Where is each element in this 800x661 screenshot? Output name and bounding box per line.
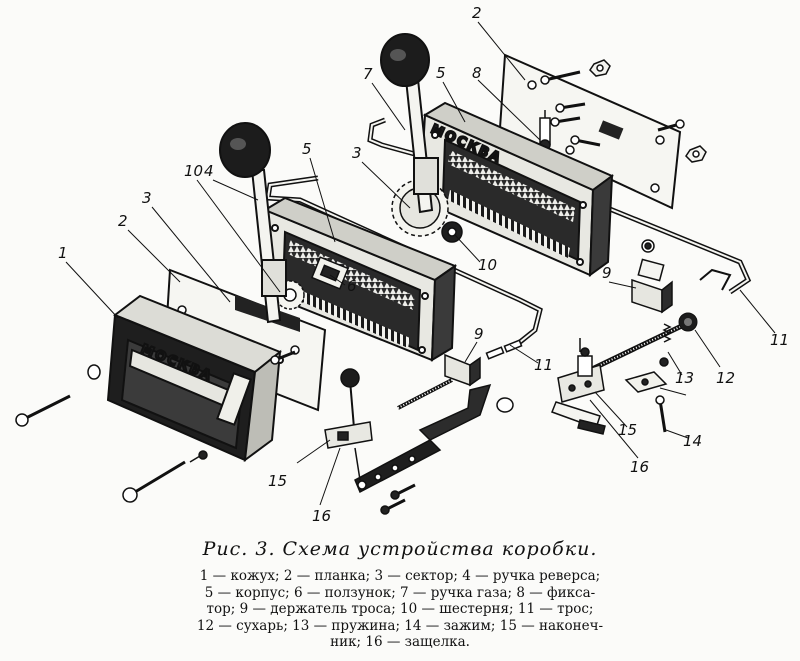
label-5-rear: 5 <box>436 64 446 82</box>
label-3-rear: 3 <box>352 144 362 162</box>
label-3-front: 3 <box>142 189 152 207</box>
front-cover: МОСКВА <box>106 294 284 463</box>
rear-fasteners <box>540 59 707 163</box>
label-11-front: 11 <box>534 356 553 374</box>
label-11-rear: 11 <box>770 331 789 349</box>
throttle-handle <box>380 33 439 214</box>
rear-cable-holder <box>631 239 732 314</box>
label-14: 14 <box>683 432 702 450</box>
label-9-rear: 9 <box>602 264 612 282</box>
reverse-handle <box>219 122 287 324</box>
figure-legend: 1 — кожух; 2 — планка; 3 — сектор; 4 — р… <box>0 568 800 651</box>
clamp <box>624 371 668 433</box>
rear-housing: МОСКВА <box>418 101 614 278</box>
label-15-front: 15 <box>268 472 287 490</box>
exploded-view-diagram: МОСКВА <box>15 4 789 525</box>
leader-lines <box>65 21 776 506</box>
label-2-rear: 2 <box>472 4 482 22</box>
legend-line: 1 — кожух; 2 — планка; 3 — сектор; 4 — р… <box>199 568 601 584</box>
front-lever <box>354 383 514 515</box>
legend-line: 12 — сухарь; 13 — пружина; 14 — зажим; 1… <box>196 617 604 634</box>
label-9-front: 9 <box>474 325 484 343</box>
rear-threaded-rod <box>588 312 698 373</box>
label-12: 12 <box>716 369 735 387</box>
rear-mounting-plate <box>498 53 682 210</box>
callout-labels: 1 2 3 10 4 5 6 3 7 5 8 2 10 9 11 9 11 12… <box>58 4 789 525</box>
label-5-front: 5 <box>302 140 312 158</box>
rear-tip-latch <box>551 338 606 435</box>
legend-line: ник; 16 — защелка. <box>330 634 470 651</box>
label-10-front: 10 <box>184 162 203 180</box>
front-cable-holder <box>444 339 523 387</box>
label-2-front: 2 <box>118 212 128 230</box>
figure-caption: Рис. 3. Схема устройства коробки. <box>202 538 598 560</box>
label-4: 4 <box>204 162 214 180</box>
front-threaded-rod <box>397 378 453 410</box>
label-8: 8 <box>472 64 482 82</box>
front-tip-assembly <box>324 368 373 481</box>
legend-line: 5 — корпус; 6 — ползунок; 7 — ручка газа… <box>204 584 596 601</box>
label-13: 13 <box>675 369 694 387</box>
label-16-rear: 16 <box>630 458 649 476</box>
label-16-front: 16 <box>312 507 331 525</box>
label-15-rear: 15 <box>618 421 637 439</box>
spring <box>659 323 672 367</box>
legend-line: тор; 9 — держатель троса; 10 — шестерня;… <box>206 601 594 618</box>
label-10-rear: 10 <box>478 256 497 274</box>
label-7: 7 <box>363 65 373 83</box>
label-1: 1 <box>58 244 68 262</box>
cover-fasteners <box>15 350 296 503</box>
label-6: 6 <box>347 277 357 295</box>
